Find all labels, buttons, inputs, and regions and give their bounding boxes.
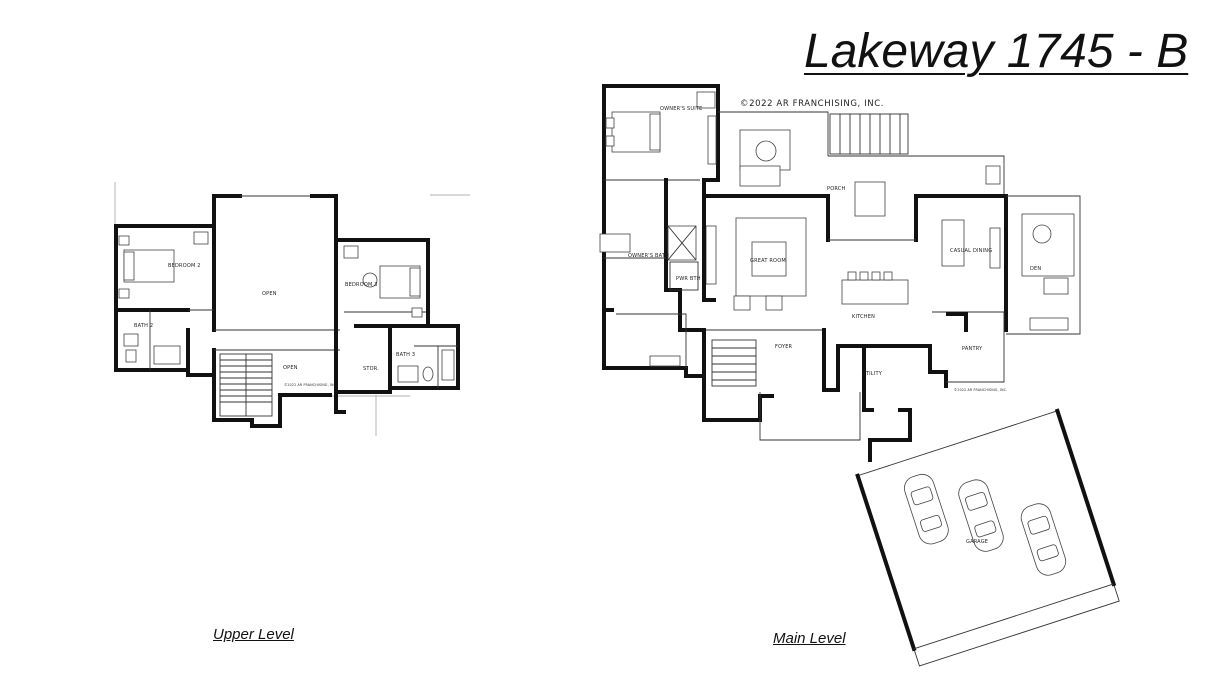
room-label-kitchen: KITCHEN (852, 314, 875, 320)
room-label-pwr-bth: PWR BTH (676, 276, 701, 282)
main-level-plan (599, 84, 1120, 667)
room-label-great-room: GREAT ROOM (750, 258, 786, 264)
caption-upper-level: Upper Level (213, 626, 294, 643)
room-label-open-upper: OPEN (262, 291, 277, 297)
room-label-bedroom3: BEDROOM 3 (345, 282, 378, 288)
room-label-porch: PORCH (827, 186, 845, 192)
room-label-den: DEN (1030, 266, 1041, 272)
plan-title: Lakeway 1745 - B (804, 25, 1189, 78)
upper-level-plan (114, 182, 470, 436)
room-label-foyer: FOYER (775, 344, 793, 350)
room-label-bath2: BATH 2 (134, 323, 153, 329)
room-label-garage: GARAGE (966, 539, 988, 545)
room-label-pantry: PANTRY (962, 346, 983, 352)
main-copyright: ©2022 AR FRANCHISING, INC. (954, 388, 1007, 392)
room-label-open-lower: OPEN (283, 365, 298, 371)
room-label-owners-bath: OWNER'S BATH (628, 253, 669, 259)
room-label-stor: STOR. (363, 366, 379, 372)
room-label-bath3: BATH 3 (396, 352, 415, 358)
copyright-notice: ©2022 AR FRANCHISING, INC. (740, 99, 885, 109)
room-label-casual-dining: CASUAL DINING (950, 248, 992, 254)
room-label-bedroom2: BEDROOM 2 (168, 263, 201, 269)
upper-copyright: ©2022 AR FRANCHISING, INC. (284, 383, 337, 387)
room-label-owners-suite: OWNER'S SUITE (660, 106, 703, 112)
room-label-utility: UTILITY (862, 371, 883, 377)
caption-main-level: Main Level (773, 630, 846, 647)
